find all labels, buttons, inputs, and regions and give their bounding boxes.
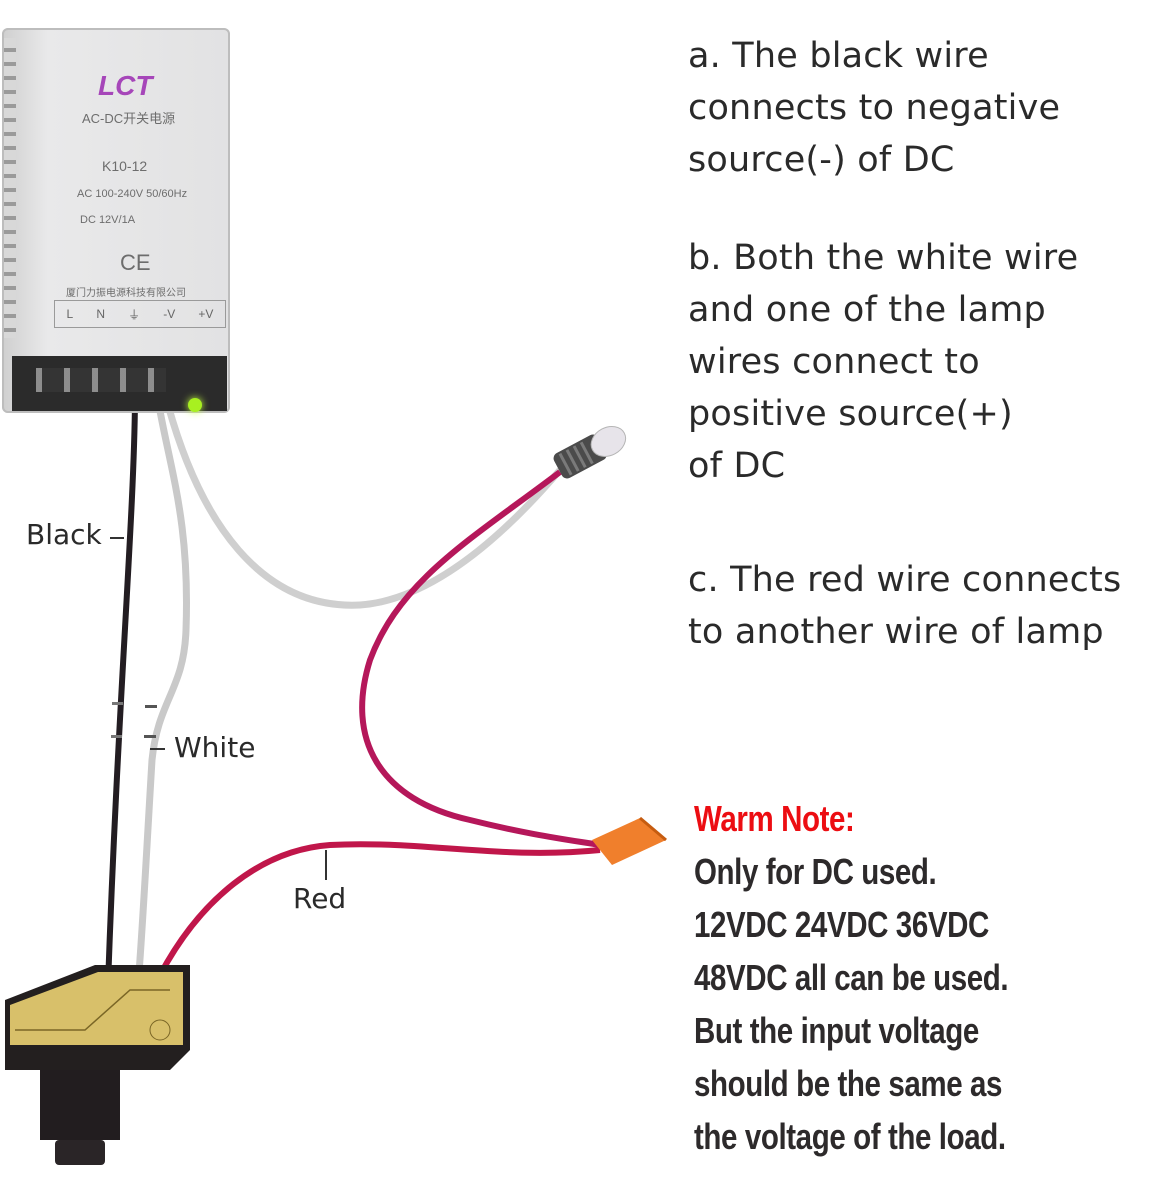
instruction-c-line: to another wire of lamp (688, 612, 1104, 652)
warm-note-line: the voltage of the load. (694, 1116, 1006, 1157)
instruction-a-line: source(-) of DC (688, 140, 955, 180)
ce-mark: CE (120, 250, 151, 275)
lamp-white-wire (164, 404, 563, 609)
instruction-b-line: of DC (688, 446, 786, 486)
psu-type: AC-DC开关电源 (82, 111, 176, 126)
black-wire (105, 399, 138, 986)
instruction-b-line: b. Both the white wire (688, 238, 1079, 278)
terminal-n: N (96, 307, 106, 321)
switch-device (5, 965, 190, 1165)
warm-note-line: 12VDC 24VDC 36VDC (694, 904, 989, 945)
red-wire (157, 841, 601, 977)
terminal-l: L (66, 307, 74, 321)
instruction-a-line: a. The black wire (688, 36, 989, 76)
instruction-b-line: wires connect to (688, 342, 980, 382)
warm-note-line: 48VDC all can be used. (694, 957, 1009, 998)
terminal-neg: -V (163, 307, 176, 321)
instruction-b-line: and one of the lamp (688, 290, 1046, 330)
warm-note-line: But the input voltage (694, 1010, 979, 1051)
instruction-b: b. Both the white wire and one of the la… (688, 232, 1078, 492)
lamp-red-wire (359, 469, 601, 848)
white-wire-label: White (174, 731, 256, 764)
screw-terminals (36, 368, 166, 392)
power-led-icon (188, 398, 202, 412)
red-wire-label: Red (293, 882, 347, 915)
psu-input: AC 100-240V 50/60Hz (77, 188, 188, 200)
psu-maker: 厦门力振电源科技有限公司 (66, 288, 186, 299)
instruction-b-line: positive source(+) (688, 394, 1013, 434)
warm-note-line: Only for DC used. (694, 851, 937, 892)
terminal-labels: L N ⏚ -V +V (54, 300, 226, 328)
instruction-a-line: connects to negative (688, 88, 1061, 128)
black-wire-label: Black (26, 518, 102, 551)
white-wire (134, 399, 190, 986)
white-wire-band-marks (111, 702, 157, 738)
power-supply: LCT AC-DC开关电源 K10-12 AC 100-240V 50/60Hz… (2, 28, 230, 413)
psu-output: DC 12V/1A (80, 214, 136, 226)
terminal-pos: +V (198, 307, 214, 321)
terminal-ground: ⏚ (128, 307, 141, 322)
brand-logo: LCT (98, 70, 153, 101)
lamp (553, 425, 627, 479)
psu-model: K10-12 (102, 158, 148, 174)
instruction-c-line: c. The red wire connects (688, 560, 1122, 600)
wire-nut (592, 816, 667, 865)
warm-note-line: should be the same as (694, 1063, 1003, 1104)
warm-note-title: Warm Note: (694, 798, 855, 839)
instruction-c: c. The red wire connects to another wire… (688, 554, 1121, 658)
warm-note: Warm Note: Only for DC used. 12VDC 24VDC… (694, 792, 1009, 1163)
instruction-a: a. The black wire connects to negative s… (688, 30, 1060, 186)
